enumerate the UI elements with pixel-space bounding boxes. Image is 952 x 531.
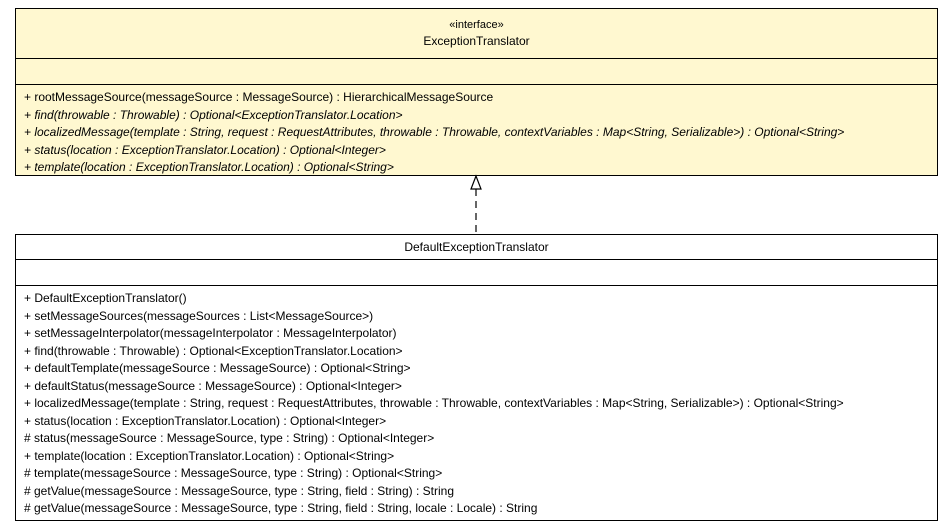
interface-stereotype: «interface» <box>449 19 504 31</box>
interface-operation: + rootMessageSource(messageSource : Mess… <box>24 90 494 104</box>
interface-operations-compartment: + rootMessageSource(messageSource : Mess… <box>16 85 937 177</box>
implementation-attributes-compartment <box>16 260 937 286</box>
implementation-operation: + template(location : ExceptionTranslato… <box>24 448 395 463</box>
implementation-operation: # getValue(messageSource : MessageSource… <box>24 483 454 498</box>
implementation-operation: # getValue(messageSource : MessageSource… <box>24 501 538 515</box>
implementation-operation: + defaultTemplate(messageSource : Messag… <box>24 361 411 375</box>
interface-name: ExceptionTranslator <box>423 34 530 48</box>
interface-operation: + localizedMessage(template : String, re… <box>24 125 845 139</box>
implementation-operation: + setMessageInterpolator(messageInterpol… <box>24 326 397 340</box>
implementation-header: DefaultExceptionTranslator <box>16 235 937 260</box>
implementation-operation: # status(messageSource : MessageSource, … <box>24 431 435 445</box>
implementation-operation: + setMessageSources(messageSources : Lis… <box>24 308 374 323</box>
implementation-operation: + find(throwable : Throwable) : Optional… <box>24 343 403 358</box>
interface-operation: + status(location : ExceptionTranslator.… <box>24 142 386 157</box>
implementation-operation: + status(location : ExceptionTranslator.… <box>24 413 387 428</box>
implementation-operation: + DefaultExceptionTranslator() <box>24 291 187 305</box>
realization-arrowhead-icon <box>470 174 482 190</box>
interface-operation: + find(throwable : Throwable) : Optional… <box>24 107 403 122</box>
interface-class-box: «interface» ExceptionTranslator + rootMe… <box>15 8 938 176</box>
interface-header: «interface» ExceptionTranslator <box>16 9 937 59</box>
implementation-operation: + defaultStatus(messageSource : MessageS… <box>24 378 402 393</box>
implementation-name: DefaultExceptionTranslator <box>404 240 549 254</box>
interface-attributes-compartment <box>16 59 937 85</box>
implementation-operations-compartment: + DefaultExceptionTranslator() + setMess… <box>16 286 937 518</box>
implementation-operation: # template(messageSource : MessageSource… <box>24 466 443 480</box>
realization-arrow <box>470 174 482 234</box>
implementation-operation: + localizedMessage(template : String, re… <box>24 396 844 410</box>
implementation-class-box: DefaultExceptionTranslator + DefaultExce… <box>15 234 938 521</box>
interface-operation: + template(location : ExceptionTranslato… <box>24 160 394 174</box>
